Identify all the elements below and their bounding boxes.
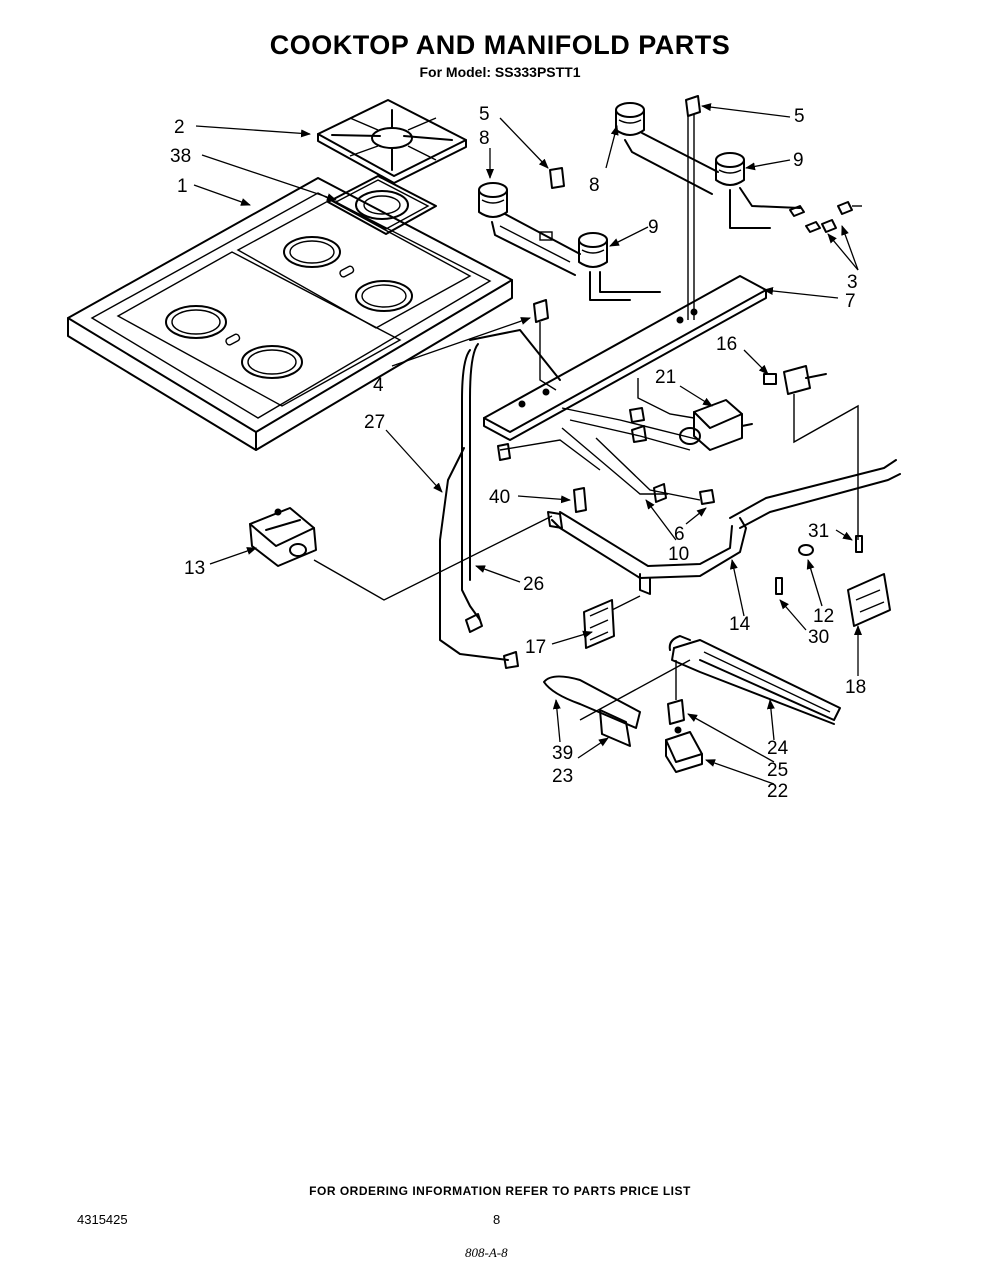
callout-4: 4: [373, 375, 384, 396]
callout-7: 7: [845, 291, 856, 312]
burner-bowl: [327, 175, 437, 235]
callout-24: 24: [767, 738, 789, 759]
safety-valve: [497, 378, 753, 513]
callout-17: 17: [525, 637, 546, 658]
callout-16: 16: [716, 334, 737, 355]
callout-26: 26: [523, 574, 544, 595]
callout-1: 1: [177, 176, 188, 197]
callout-13: 13: [184, 558, 205, 579]
callout-40: 40: [489, 487, 510, 508]
thermostat-valve: [763, 365, 859, 540]
callout-8: 8: [589, 175, 600, 196]
callout-22: 22: [767, 781, 788, 802]
callout-5: 5: [794, 106, 805, 127]
callout-30: 30: [808, 627, 829, 648]
gas-tubes: [439, 329, 561, 669]
callout-25: 25: [767, 760, 788, 781]
callout-labels: 2 38 1 5 8 5 8 9 9 3 7 4 16 21 27 40 6 1…: [170, 104, 866, 802]
handwritten-code: 808-A-8: [465, 1245, 508, 1260]
callout-5: 5: [479, 104, 490, 125]
callout-3: 3: [847, 272, 858, 293]
mounting-bracket: [583, 595, 641, 649]
ordering-note: FOR ORDERING INFORMATION REFER TO PARTS …: [309, 1184, 691, 1198]
left-burner-assembly: [478, 167, 661, 301]
callout-31: 31: [808, 521, 829, 542]
callout-21: 21: [655, 367, 676, 388]
page-title: COOKTOP AND MANIFOLD PARTS: [269, 30, 731, 60]
callout-2: 2: [174, 117, 185, 138]
callout-9: 9: [793, 150, 804, 171]
heat-shield: [847, 573, 891, 627]
callout-23: 23: [552, 766, 573, 787]
page-number: 8: [493, 1212, 501, 1227]
right-burner-assembly: [615, 95, 801, 320]
callout-12: 12: [813, 606, 834, 627]
fasteners: [775, 535, 863, 595]
callout-9: 9: [648, 217, 659, 238]
callout-14: 14: [729, 614, 751, 635]
callout-39: 39: [552, 743, 573, 764]
oven-burner: [543, 635, 841, 773]
document-number: 4315425: [77, 1212, 128, 1227]
leader-lines: [193, 103, 862, 785]
clip-nut: [533, 299, 557, 391]
callout-10: 10: [668, 544, 689, 565]
manifold-pipe: [547, 459, 901, 595]
callout-8: 8: [479, 128, 490, 149]
callout-6: 6: [674, 524, 685, 545]
pressure-regulator: [249, 507, 553, 601]
burner-grate: [317, 99, 467, 184]
callout-27: 27: [364, 412, 385, 433]
cooktop-panel: [67, 177, 513, 451]
model-subtitle: For Model: SS333PSTT1: [419, 64, 581, 80]
callout-18: 18: [845, 677, 866, 698]
callout-38: 38: [170, 146, 191, 167]
burner-orifices: [789, 201, 862, 233]
